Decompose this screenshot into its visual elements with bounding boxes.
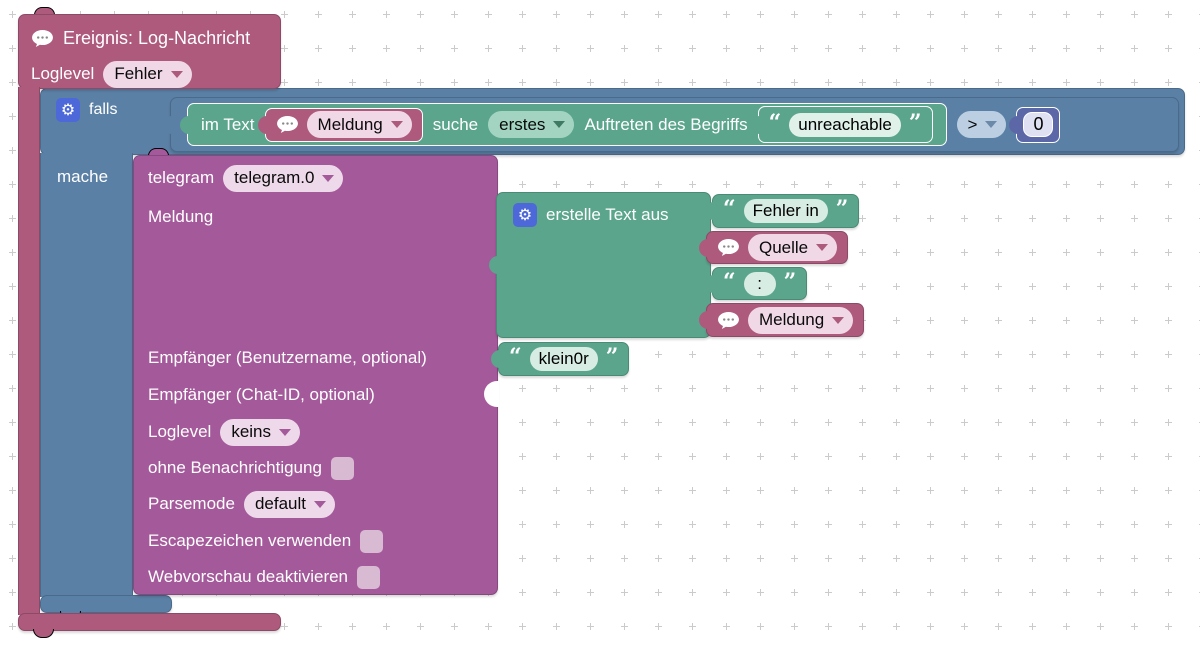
gear-icon[interactable]: ⚙: [513, 203, 537, 227]
create-text-block[interactable]: ⚙ erstelle Text aus: [489, 192, 711, 338]
loglevel-label: Loglevel: [31, 64, 95, 83]
text-block-klein0r[interactable]: “ klein0r ”: [490, 342, 630, 376]
if-block-spine[interactable]: mache: [40, 153, 133, 597]
do-label: mache: [57, 167, 109, 186]
variable-dropdown[interactable]: Meldung: [306, 111, 412, 138]
webpreview-checkbox[interactable]: [357, 565, 381, 589]
event-block-spine[interactable]: [18, 87, 40, 615]
quote-open-icon: “: [723, 268, 736, 295]
search-middle-label: suche: [432, 114, 479, 134]
speech-bubble-icon: [32, 29, 53, 47]
occurrence-dropdown[interactable]: erstes: [488, 111, 575, 138]
chevron-down-icon: [170, 70, 183, 78]
recipient-user-label: Empfänger (Benutzername, optional): [148, 348, 427, 367]
if-block-footer[interactable]: [40, 595, 172, 613]
create-text-label: erstelle Text aus: [546, 205, 669, 224]
event-block[interactable]: Ereignis: Log-Nachricht Loglevel Fehler: [18, 14, 281, 89]
event-title: Ereignis: Log-Nachricht: [63, 27, 251, 48]
chevron-down-icon: [816, 244, 829, 251]
parsemode-label: Parsemode: [148, 494, 235, 513]
quote-close-icon: ”: [908, 109, 922, 136]
chevron-down-icon: [279, 428, 292, 436]
instance-label: telegram: [148, 168, 215, 187]
if-label: falls: [89, 101, 118, 118]
quote-close-icon: ”: [783, 268, 797, 295]
escape-checkbox[interactable]: [360, 529, 384, 553]
quote-close-icon: ”: [605, 344, 619, 370]
variable-block-meldung-2[interactable]: Meldung: [698, 303, 865, 337]
chevron-down-icon: [313, 500, 326, 508]
telegram-loglevel-label: Loglevel: [148, 422, 212, 441]
variable-block-quelle[interactable]: Quelle: [698, 231, 849, 264]
text-block-unreachable[interactable]: “ unreachable ”: [750, 106, 933, 143]
event-block-footer[interactable]: [18, 613, 281, 631]
text-field[interactable]: Fehler in: [743, 199, 828, 223]
webpreview-label: Webvorschau deaktivieren: [148, 567, 349, 586]
parsemode-dropdown[interactable]: default: [243, 490, 335, 518]
telegram-loglevel-dropdown[interactable]: keins: [220, 418, 301, 446]
instance-dropdown[interactable]: telegram.0: [223, 164, 344, 192]
text-block-fehler-in[interactable]: “ Fehler in ”: [704, 194, 860, 228]
recipient-chat-label: Empfänger (Chat-ID, optional): [148, 385, 375, 404]
chevron-down-icon: [553, 121, 566, 128]
event-loglevel-dropdown[interactable]: Fehler: [103, 60, 192, 88]
search-suffix-label: Auftreten des Begriffs: [584, 114, 748, 134]
compare-block[interactable]: im Text Meldung suche erstes Auftreten d…: [163, 97, 1179, 152]
notification-checkbox[interactable]: [330, 456, 354, 480]
operator-dropdown[interactable]: >: [956, 111, 1007, 138]
speech-bubble-icon: [718, 311, 739, 329]
variable-dropdown[interactable]: Meldung: [748, 306, 854, 334]
text-search-block[interactable]: im Text Meldung suche erstes Auftreten d…: [180, 103, 947, 146]
search-prefix-label: im Text: [201, 114, 255, 134]
recipient-user-field[interactable]: klein0r: [529, 347, 598, 371]
gear-icon[interactable]: ⚙: [56, 98, 80, 122]
chevron-down-icon: [390, 121, 403, 128]
message-label: Meldung: [148, 207, 214, 226]
quote-open-icon: “: [723, 196, 736, 222]
quote-open-icon: “: [509, 344, 522, 370]
search-term-field[interactable]: unreachable: [789, 112, 901, 137]
variable-block-meldung[interactable]: Meldung: [257, 107, 423, 142]
chevron-down-icon: [985, 121, 998, 128]
notification-label: ohne Benachrichtigung: [148, 458, 322, 477]
chevron-down-icon: [322, 174, 335, 182]
quote-close-icon: ”: [835, 196, 849, 222]
chevron-down-icon: [832, 316, 845, 324]
speech-bubble-icon: [718, 238, 739, 257]
number-block[interactable]: 0: [1009, 106, 1061, 143]
text-block-colon[interactable]: “ : ”: [704, 267, 808, 300]
escape-label: Escapezeichen verwenden: [148, 531, 352, 550]
text-field[interactable]: :: [743, 271, 776, 296]
variable-dropdown[interactable]: Quelle: [748, 234, 838, 261]
quote-open-icon: “: [768, 109, 782, 136]
speech-bubble-icon: [276, 115, 298, 134]
telegram-block[interactable]: telegram telegram.0 Meldung Empfänger (B…: [133, 155, 498, 595]
number-field[interactable]: 0: [1023, 112, 1054, 137]
empty-value-socket[interactable]: [484, 381, 499, 407]
